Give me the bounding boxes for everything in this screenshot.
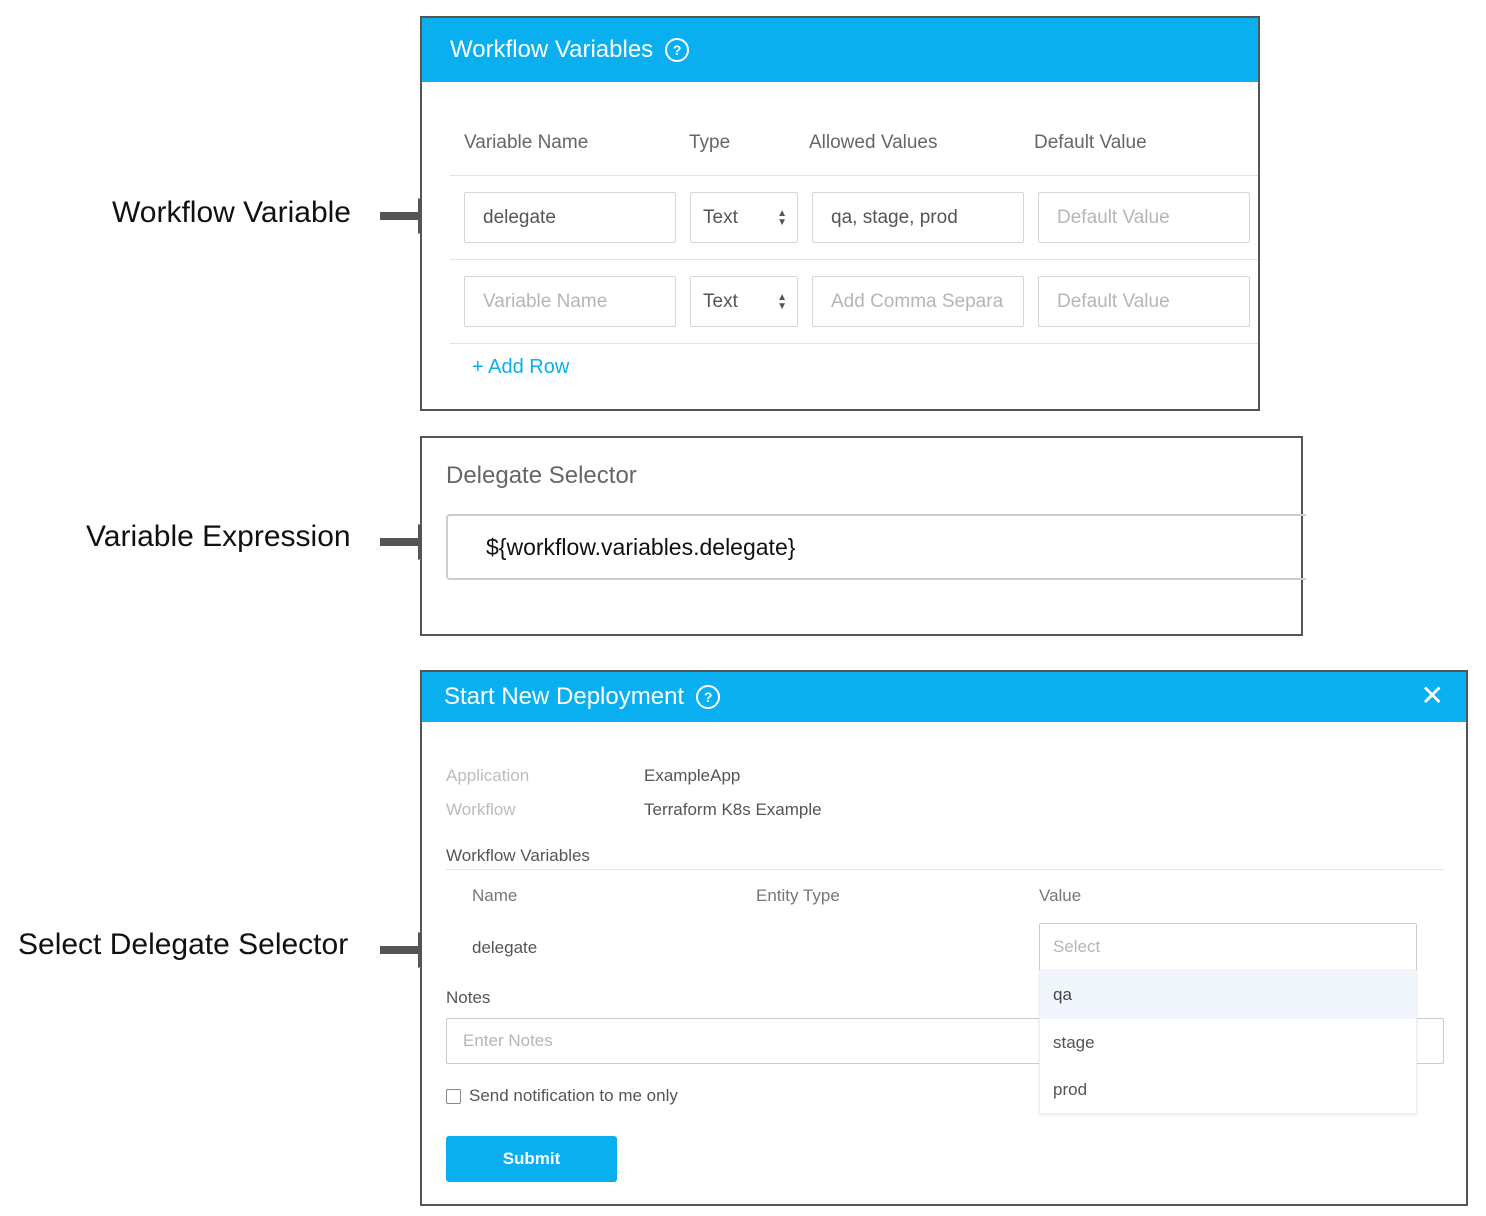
workflow-variables-panel: Workflow Variables ? Variable Name Type …	[420, 16, 1260, 411]
col-type: Type	[689, 132, 731, 153]
col-allowed-values: Allowed Values	[809, 132, 938, 153]
dropdown-option[interactable]: stage	[1053, 1033, 1095, 1052]
dialog-header: Start New Deployment ? ✕	[422, 672, 1466, 722]
col-default-value: Default Value	[1034, 132, 1147, 153]
checkbox[interactable]	[446, 1088, 461, 1104]
application-label: Application	[446, 766, 530, 785]
question-circle-icon[interactable]: ?	[665, 38, 690, 62]
add-row-link[interactable]: + Add Row	[472, 356, 570, 378]
divider	[446, 869, 1444, 870]
value-select[interactable]: Select	[1039, 923, 1417, 971]
divider	[450, 175, 1258, 176]
type-select-value: Text	[703, 290, 738, 312]
submit-button[interactable]: Submit	[446, 1136, 617, 1182]
allowed-values-input[interactable]: Add Comma Separa	[812, 276, 1024, 327]
col-variable-name: Variable Name	[464, 132, 589, 153]
sort-arrows-icon: ▲▼	[777, 291, 787, 312]
col-name: Name	[472, 886, 518, 905]
divider	[450, 259, 1258, 260]
notes-label: Notes	[446, 988, 491, 1007]
value-dropdown-menu: qa stage prod	[1039, 970, 1417, 1114]
notify-label: Send notification to me only	[469, 1086, 678, 1105]
col-value: Value	[1039, 886, 1082, 905]
section-title: Workflow Variables	[446, 846, 590, 865]
close-icon[interactable]: ✕	[1420, 680, 1444, 711]
default-value-input[interactable]: Default Value	[1038, 276, 1250, 327]
panel-header: Workflow Variables ?	[422, 18, 1258, 82]
callout-select-delegate-selector: Select Delegate Selector	[18, 928, 349, 961]
delegate-selector-input[interactable]: ${workflow.variables.delegate}	[446, 514, 1306, 580]
type-select-value: Text	[703, 206, 738, 228]
variable-name-input[interactable]: delegate	[464, 192, 676, 243]
workflow-label: Workflow	[446, 800, 516, 819]
panel-title: Workflow Variables	[450, 36, 654, 63]
col-entity-type: Entity Type	[756, 886, 840, 905]
default-value-input[interactable]: Default Value	[1038, 192, 1250, 243]
variable-name-input[interactable]: Variable Name	[464, 276, 676, 327]
application-value: ExampleApp	[644, 766, 741, 785]
workflow-value: Terraform K8s Example	[644, 800, 822, 819]
callout-workflow-variable: Workflow Variable	[112, 196, 351, 229]
start-deployment-dialog: Start New Deployment ? ✕ Application Exa…	[420, 670, 1468, 1206]
type-select[interactable]: Text ▲▼	[690, 276, 798, 327]
panel-title: Delegate Selector	[446, 462, 637, 489]
divider	[450, 343, 1258, 344]
notify-checkbox-row[interactable]: Send notification to me only	[446, 1086, 678, 1106]
dropdown-option[interactable]: prod	[1053, 1080, 1088, 1099]
dropdown-option[interactable]: qa	[1040, 971, 1416, 1019]
delegate-selector-panel: Delegate Selector ${workflow.variables.d…	[420, 436, 1306, 636]
variable-expression-text: ${workflow.variables.delegate}	[486, 533, 796, 560]
question-circle-icon[interactable]: ?	[696, 685, 721, 709]
type-select[interactable]: Text ▲▼	[690, 192, 798, 243]
callout-variable-expression: Variable Expression	[86, 520, 351, 553]
allowed-values-input[interactable]: qa, stage, prod	[812, 192, 1024, 243]
variable-name: delegate	[472, 938, 538, 957]
sort-arrows-icon: ▲▼	[777, 207, 787, 228]
dialog-title: Start New Deployment	[444, 683, 685, 710]
